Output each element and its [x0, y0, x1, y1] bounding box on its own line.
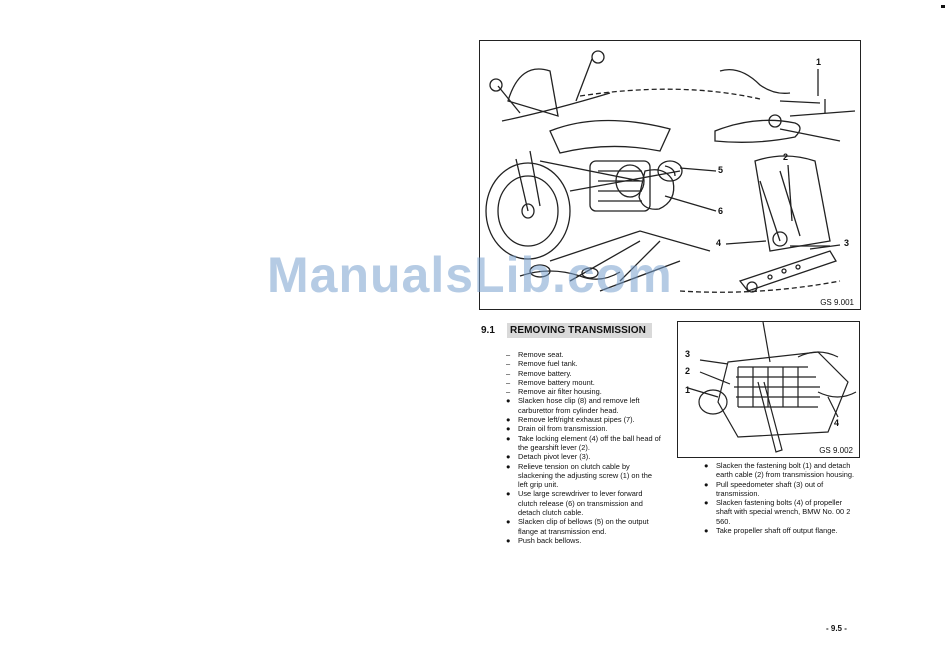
- step-text: Take locking element (4) off the ball he…: [518, 433, 661, 452]
- step-text: Pull speedometer shaft (3) out of transm…: [716, 479, 824, 498]
- motorcycle-illustration: [485, 50, 856, 293]
- step-text: Use large screwdriver to lever forward c…: [518, 489, 643, 518]
- callout-3: 3: [844, 238, 850, 248]
- step-text: Relieve tension on clutch cable by slack…: [518, 461, 652, 490]
- step-text: Slacken clip of bellows (5) on the outpu…: [518, 517, 649, 536]
- section-number: 9.1: [481, 324, 495, 336]
- figure-code: GS 9.002: [817, 446, 855, 455]
- step-text: Push back bellows.: [518, 535, 582, 545]
- corner-mark: [941, 5, 945, 8]
- list-marker: ●: [506, 452, 511, 462]
- list-item: ● Detach pivot lever (3).: [506, 452, 661, 461]
- steps-list-right: ● Slacken the fastening bolt (1) and deta…: [704, 461, 858, 535]
- section-title: REMOVING TRANSMISSION: [507, 322, 652, 338]
- list-marker: ●: [506, 433, 511, 443]
- list-marker: –: [506, 359, 511, 369]
- list-marker: ●: [506, 489, 511, 499]
- list-item: ● Drain oil from transmission.: [506, 424, 661, 433]
- step-text: Slacken fastening bolts (4) of propeller…: [716, 498, 851, 526]
- list-marker: ●: [506, 424, 511, 434]
- list-marker: –: [506, 350, 511, 359]
- list-marker: ●: [704, 479, 709, 489]
- callout-4: 4: [716, 238, 722, 248]
- list-marker: ●: [506, 461, 511, 471]
- callout-4: 4: [834, 418, 840, 428]
- list-item: ● Take propeller shaft off output flange.: [704, 526, 858, 535]
- list-marker: ●: [704, 498, 709, 508]
- list-marker: –: [506, 377, 511, 387]
- list-item: ● Slacken hose clip (8) and remove left c…: [506, 396, 661, 415]
- step-text: Remove seat.: [518, 350, 564, 359]
- transmission-illustration: [687, 322, 857, 453]
- list-item: ● Relieve tension on clutch cable by slac…: [506, 462, 661, 490]
- callout-1: 1: [685, 385, 691, 395]
- figure-transmission-detail: 3 2 1 4 GS 9.002: [677, 321, 860, 458]
- figure-code: GS 9.001: [818, 298, 856, 307]
- callout-2: 2: [685, 366, 691, 376]
- section-heading: 9.1 REMOVING TRANSMISSION: [481, 320, 661, 340]
- list-marker: ●: [704, 526, 709, 536]
- callout-5: 5: [718, 165, 724, 175]
- list-marker: –: [506, 387, 511, 397]
- callout-1: 1: [816, 57, 822, 67]
- list-item: ● Take locking element (4) off the ball h…: [506, 434, 661, 453]
- list-marker: ●: [506, 517, 511, 527]
- list-item: ● Slacken clip of bellows (5) on the outp…: [506, 517, 661, 536]
- step-text: Remove air filter housing.: [518, 387, 602, 397]
- step-text: Drain oil from transmission.: [518, 424, 608, 434]
- page-number: - 9.5 -: [826, 624, 847, 633]
- list-item: ● Push back bellows.: [506, 536, 661, 545]
- callout-2: 2: [783, 152, 789, 162]
- list-marker: ●: [506, 396, 511, 406]
- list-marker: ●: [704, 461, 709, 470]
- list-item: ● Slacken fastening bolts (4) of propelle…: [704, 498, 858, 526]
- list-item: –Remove air filter housing.: [506, 387, 661, 396]
- step-text: Slacken the fastening bolt (1) and detac…: [716, 461, 855, 480]
- list-item: ● Remove left/right exhaust pipes (7).: [506, 415, 661, 424]
- list-item: –Remove battery mount.: [506, 378, 661, 387]
- watermark: ManualsLib.com: [267, 247, 673, 303]
- step-text: Take propeller shaft off output flange.: [716, 526, 838, 536]
- step-text: Remove left/right exhaust pipes (7).: [518, 415, 635, 425]
- callout-3: 3: [685, 349, 691, 359]
- callout-6: 6: [718, 206, 724, 216]
- steps-list-left: –Remove seat. –Remove fuel tank. –Remove…: [506, 350, 661, 545]
- step-text: Detach pivot lever (3).: [518, 452, 591, 462]
- list-item: ● Use large screwdriver to lever forward …: [506, 489, 661, 517]
- figure-motorcycle-overview: 1 2 3 4 5 6 GS 9.001: [479, 40, 861, 310]
- step-text: Remove fuel tank.: [518, 359, 578, 369]
- step-text: Remove battery.: [518, 368, 572, 378]
- step-text: Slacken hose clip (8) and remove left ca…: [518, 396, 640, 415]
- step-text: Remove battery mount.: [518, 377, 595, 387]
- list-item: ● Pull speedometer shaft (3) out of trans…: [704, 480, 858, 499]
- list-item: ● Slacken the fastening bolt (1) and deta…: [704, 461, 858, 480]
- list-item: –Remove fuel tank.: [506, 359, 661, 368]
- list-item: –Remove seat.: [506, 350, 661, 359]
- list-marker: –: [506, 368, 511, 378]
- list-item: –Remove battery.: [506, 369, 661, 378]
- list-marker: ●: [506, 415, 511, 425]
- list-marker: ●: [506, 535, 511, 545]
